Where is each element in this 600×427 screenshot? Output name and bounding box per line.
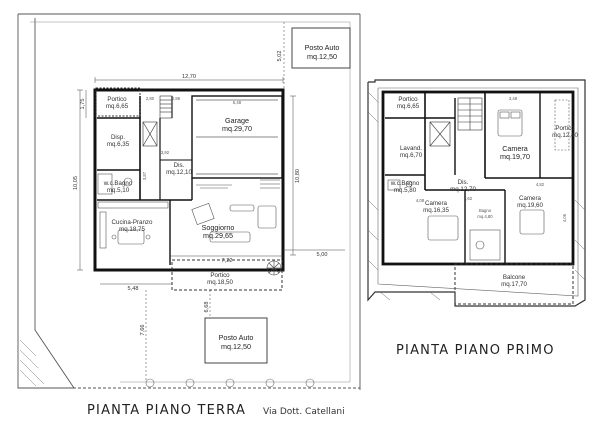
ff-bagno-small-name: Bagno: [479, 208, 492, 213]
soggiorno-area: mq.29,65: [203, 231, 233, 240]
soggiorno-name: Soggiorno: [202, 223, 235, 232]
disp-area: mq.6,35: [107, 141, 130, 148]
ff-camera-top-area: mq.19,70: [500, 152, 530, 161]
dim-dis-h: 3,92: [161, 150, 170, 155]
dim-back-width: 7,22: [222, 258, 233, 264]
portico-back-name: Portico: [210, 272, 230, 279]
ff-camera-left-area: mq.16,35: [423, 207, 449, 214]
title-first-floor: PIANTA PIANO PRIMO: [396, 343, 555, 358]
cucina-area: mq.18,75: [119, 226, 145, 233]
ff-lavanderia-name: Lavand.: [400, 145, 422, 152]
lot-boundary: [17, 13, 361, 390]
ff-balcone-name: Balcone: [503, 274, 526, 281]
first-dimension-labels: 3,48 4,82 4,08 3,62 4,06: [416, 96, 567, 222]
ff-camera-top-name: Camera: [502, 144, 528, 153]
ff-bagno-area: mq.5,80: [394, 187, 417, 194]
posto-auto-top-name: Posto Auto: [305, 43, 340, 52]
dim-portico-depth: 1,75: [80, 99, 86, 110]
plant-symbol: [266, 260, 282, 276]
ground-room-labels: Portico mq.6,65 Garage mq.29,70 Disp. mq…: [103, 96, 252, 286]
dis-area: mq.12,10: [166, 169, 192, 176]
dim-inner-b: 2,80: [146, 96, 155, 101]
ff-portico-side-name: Portico: [555, 125, 575, 132]
ground-steps: [260, 179, 280, 189]
posto-auto-top: Posto Auto mq.12,50: [291, 27, 351, 69]
first-room-labels: Portico mq.6,65 Lavand. mq.6,70 Camera m…: [390, 96, 579, 288]
ff-dim-c: 4,08: [416, 198, 425, 203]
lot-hatch: [19, 339, 45, 387]
disp-name: Disp.: [111, 134, 125, 141]
garage-name: Garage: [225, 116, 249, 125]
posto-auto-bottom-area: mq.12,50: [221, 342, 251, 351]
posto-auto-bottom-name: Posto Auto: [219, 333, 254, 342]
title-ground-floor: PIANTA PIANO TERRA: [87, 403, 246, 418]
dim-depth-right: 10,80: [295, 169, 301, 183]
posto-auto-top-area: mq.12,50: [307, 52, 337, 61]
cucina-name: Cucina-Pranzo: [112, 219, 153, 226]
dim-bath-w: 3,87: [142, 171, 147, 180]
first-floor-balcony: [454, 263, 574, 305]
bagno-name: w.c.Bagno: [103, 180, 133, 187]
ground-portico-outline: [95, 87, 283, 291]
bagno-area: mq.5,10: [107, 187, 130, 194]
first-floor-roof-outline: [367, 79, 586, 307]
ff-dim-d: 3,62: [464, 196, 473, 201]
dim-lot-mid: 6,68: [204, 302, 210, 313]
garage-area: mq.29,70: [222, 124, 252, 133]
ff-portico-area: mq.6,65: [397, 103, 420, 110]
tree-row: [145, 378, 315, 388]
first-floor-furniture: [387, 99, 570, 261]
dim-inner-a: 2,86: [172, 96, 181, 101]
dim-depth-left: 10,05: [73, 176, 79, 190]
ff-dim-e: 4,06: [562, 213, 567, 222]
dis-name: Dis.: [174, 162, 185, 169]
ff-dim-a: 3,48: [509, 96, 518, 101]
dim-front-offset: 5,02: [277, 51, 283, 62]
ff-camera-right-name: Camera: [519, 195, 542, 202]
ff-portico-name: Portico: [398, 96, 418, 103]
posto-auto-bottom: Posto Auto mq.12,50: [204, 317, 268, 364]
ground-furniture: [97, 173, 277, 249]
ff-portico-side-area: mq.12,40: [552, 132, 578, 139]
ff-camera-right-area: mq.19,60: [517, 202, 543, 209]
dim-lot-left: 7,66: [140, 325, 146, 336]
street-name: Via Dott. Catellani: [263, 407, 345, 417]
first-floor-walls: [381, 90, 575, 266]
ff-bagno-small-area: mq.4,80: [477, 214, 493, 219]
ground-stair: [142, 95, 173, 147]
ff-bagno-name: w.c.Bagno: [390, 180, 420, 187]
ff-balcone-area: mq.17,70: [501, 281, 527, 288]
first-floor-stair: [429, 97, 483, 147]
dim-width-top: 12,70: [182, 74, 196, 80]
portico-back-area: mq.18,50: [207, 279, 233, 286]
portico-front-area: mq.6,65: [106, 103, 129, 110]
ground-dimension-lines: [77, 22, 345, 382]
ff-dis-name: Dis.: [458, 179, 469, 186]
dim-garage-w: 5,48: [233, 100, 242, 105]
ground-floor-walls: [93, 88, 285, 272]
ff-dim-b: 4,82: [536, 182, 545, 187]
ff-lavanderia-area: mq.6,70: [400, 152, 423, 159]
ground-dimension-labels: 12,70 10,05 10,80 5,02 1,75 7,22 5,00 5,…: [73, 51, 327, 336]
ff-camera-left-name: Camera: [425, 200, 448, 207]
dim-lower-left: 5,48: [128, 286, 139, 292]
portico-front-name: Portico: [107, 96, 127, 103]
dim-side-offset: 5,00: [317, 252, 328, 258]
ff-dis-area: mq.12,70: [450, 186, 476, 193]
first-floor-roof-hatch: [367, 91, 586, 301]
